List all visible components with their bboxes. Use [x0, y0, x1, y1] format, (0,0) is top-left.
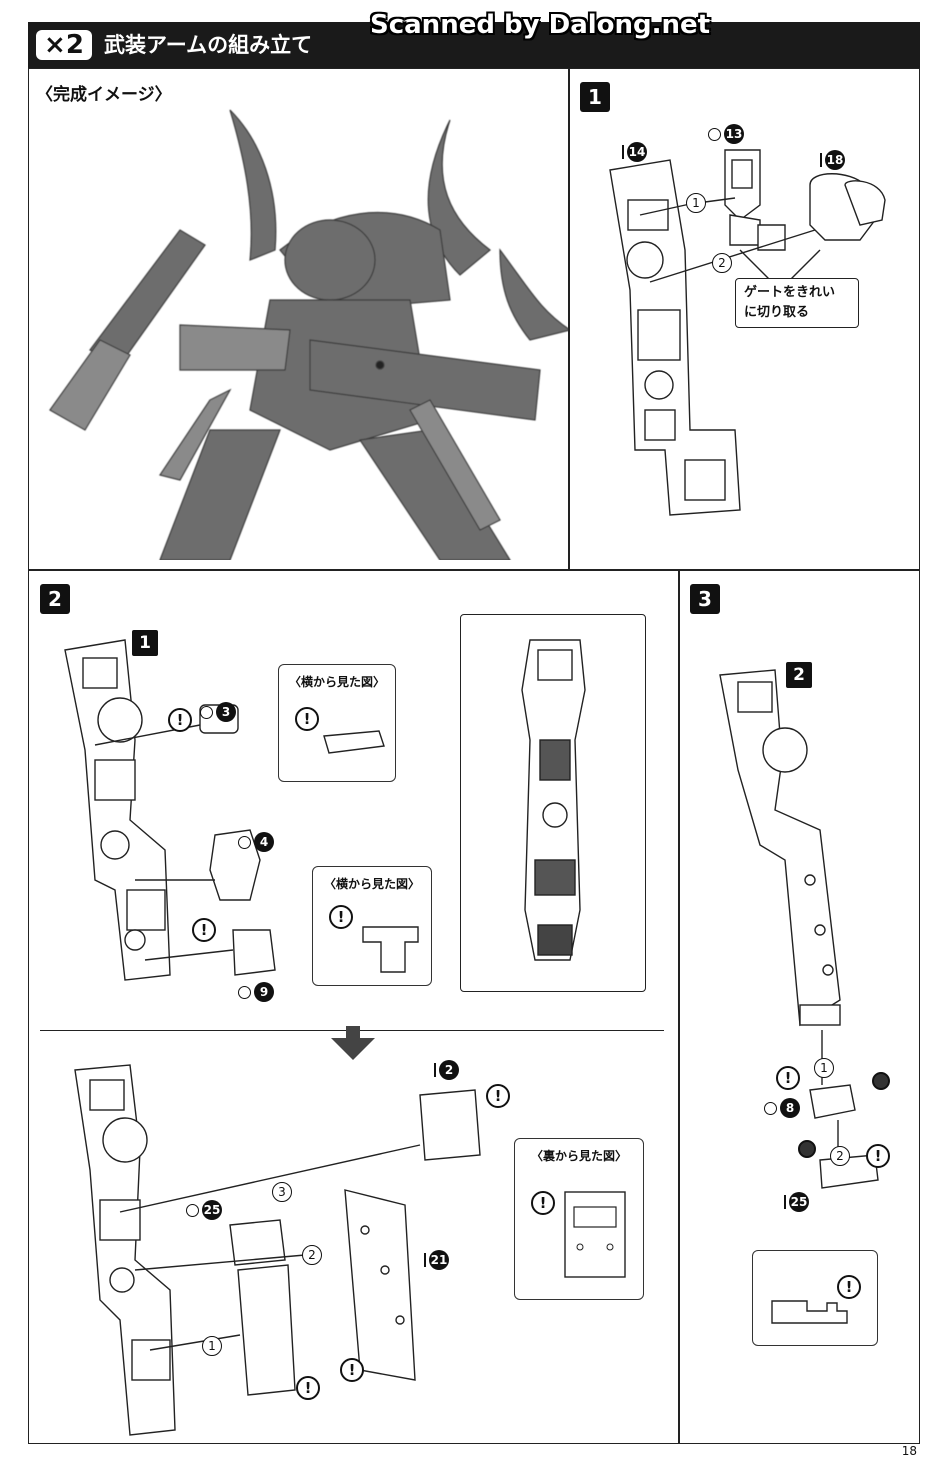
step-3-detail-callout: !: [752, 1250, 878, 1346]
step-2-top-illustration: [64, 639, 276, 981]
gate-note-line-2: に切り取る: [744, 305, 810, 320]
step-2-side-view-callout-1: 〈横から見た図〉 !: [278, 664, 396, 782]
step-2-bottom-illustration: [74, 1064, 481, 1436]
runner-circle-icon: [200, 705, 213, 719]
step-1-part-label-3: 18: [820, 150, 845, 170]
page-number: 18: [901, 1444, 917, 1458]
step-2-order-3: 3: [272, 1182, 292, 1202]
step-3-attention-icon-2: !: [866, 1144, 890, 1168]
step-3-paint-icon-1: [872, 1072, 890, 1090]
step-2-order-2: 2: [302, 1245, 322, 1265]
gate-note-line-1: ゲートをきれい: [744, 285, 836, 300]
step-2-order-1: 1: [202, 1336, 222, 1356]
step-1-order-2: 2: [712, 253, 732, 273]
runner-bar-icon: [424, 1253, 426, 1267]
step-2-attention-icon-1: !: [168, 708, 192, 732]
runner-bar-icon: [784, 1195, 786, 1209]
step-2-part-label-4: 4: [238, 832, 274, 852]
side-view-label-1: 〈横から見た図〉: [288, 675, 385, 689]
step-2-attention-icon-2: !: [192, 918, 216, 942]
section-header-bar: [28, 22, 920, 68]
step-1-part-label-2: 13: [708, 124, 744, 144]
rear-view-label: 〈裏から見た図〉: [530, 1149, 627, 1163]
step-2-rear-detail-frame: [460, 614, 646, 992]
step-2-part-label-9: 9: [238, 982, 274, 1002]
runner-circle-icon: [186, 1203, 199, 1217]
step-2-part-label-21: 21: [424, 1250, 449, 1270]
runner-circle-icon: [764, 1101, 777, 1115]
down-arrow-icon: [331, 1038, 375, 1060]
step-2-part-label-3: 3: [200, 702, 236, 722]
step-3-paint-icon-2: [798, 1140, 816, 1158]
step-1-panel: [568, 68, 920, 570]
completion-image-illustration: [49, 109, 568, 560]
section-title: 武装アームの組み立て: [104, 33, 313, 57]
step-1-gate-note: ゲートをきれい に切り取る: [735, 278, 859, 328]
step-3-number: 3: [690, 584, 720, 614]
step-2-attention-icon-5: !: [340, 1358, 364, 1382]
step-3-detail-attention-icon: !: [837, 1275, 861, 1299]
rear-view-part-2-illustration: [564, 1191, 626, 1278]
completion-image-panel: [28, 68, 570, 570]
step-3-part-label-8: 8: [764, 1098, 800, 1118]
step-2-panel: [28, 570, 680, 1444]
step-3-order-1: 1: [814, 1058, 834, 1078]
scan-watermark: Scanned by Dalong.net: [370, 10, 711, 40]
step-3-panel: [678, 570, 920, 1444]
runner-circle-icon: [238, 835, 251, 849]
step-2-attention-icon-4: !: [296, 1376, 320, 1400]
completion-image-label: 〈完成イメージ〉: [36, 85, 172, 105]
step-3-attention-icon-1: !: [776, 1066, 800, 1090]
step-1-number: 1: [580, 82, 610, 112]
step-3-sub-ref: 2: [786, 662, 812, 688]
step-2-sub-ref: 1: [132, 630, 158, 656]
step-3-order-2: 2: [830, 1146, 850, 1166]
down-arrow-stem: [346, 1026, 360, 1038]
step-2-rear-detail-illustration: [521, 639, 586, 961]
step-3-part-label-25: 25: [784, 1192, 809, 1212]
step-1-part-label-1: 14: [622, 142, 647, 162]
side-view-attention-icon-2: !: [329, 905, 353, 929]
step-2-attention-icon-3: !: [486, 1084, 510, 1108]
step-1-order-1: 1: [686, 193, 706, 213]
side-view-part-9-illustration: [362, 926, 419, 973]
step-1-illustration: [609, 149, 886, 516]
runner-circle-icon: [708, 127, 721, 141]
step-2-part-label-2: 2: [434, 1060, 459, 1080]
step-2-side-view-callout-2: 〈横から見た図〉 !: [312, 866, 432, 986]
step-2-number: 2: [40, 584, 70, 614]
side-view-label-2: 〈横から見た図〉: [323, 877, 420, 891]
runner-bar-icon: [820, 153, 822, 167]
runner-circle-icon: [238, 985, 251, 999]
step-2-rear-view-callout: 〈裏から見た図〉 !: [514, 1138, 644, 1300]
step-3-illustration: [719, 669, 879, 1189]
side-view-attention-icon-1: !: [295, 707, 319, 731]
step-3-detail-part-illustration: [771, 1300, 848, 1324]
runner-bar-icon: [622, 145, 624, 159]
step-2-part-label-25: 25: [186, 1200, 222, 1220]
quantity-badge: ×2: [36, 30, 92, 60]
rear-view-attention-icon: !: [531, 1191, 555, 1215]
runner-bar-icon: [434, 1063, 436, 1077]
side-view-part-3-illustration: [323, 730, 385, 754]
